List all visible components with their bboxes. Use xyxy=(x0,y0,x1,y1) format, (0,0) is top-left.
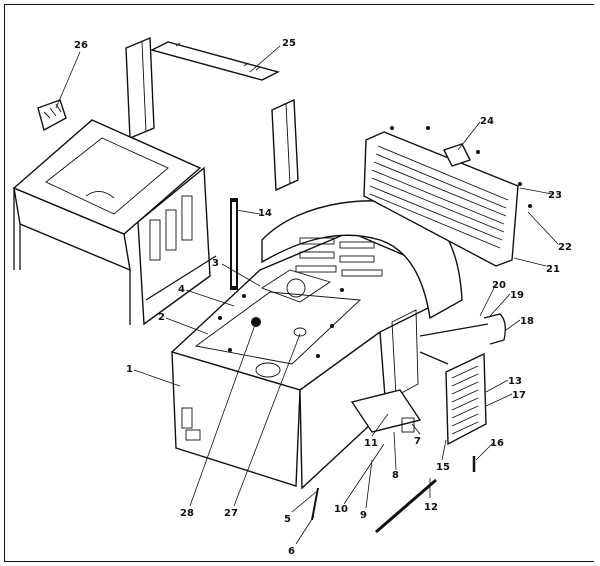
part-1-hood-body xyxy=(170,200,463,490)
callout-21: 21 xyxy=(546,264,560,275)
struts xyxy=(419,323,489,365)
callout-10: 10 xyxy=(334,504,348,515)
callout-20: 20 xyxy=(492,280,506,291)
part-26-label-plate xyxy=(37,99,67,132)
part-12-rod xyxy=(375,478,437,534)
part-25-top-plate xyxy=(150,41,280,81)
callout-5: 5 xyxy=(284,514,291,525)
callout-11: 11 xyxy=(364,438,378,449)
part-24-rear-grille xyxy=(363,126,532,267)
callout-28: 28 xyxy=(180,508,194,519)
callout-16: 16 xyxy=(490,438,504,449)
callout-4: 4 xyxy=(178,284,185,295)
bracket-under xyxy=(350,389,422,433)
callout-14: 14 xyxy=(258,208,272,219)
callout-15: 15 xyxy=(436,462,450,473)
side-panel-left-upper xyxy=(125,36,155,140)
callout-6: 6 xyxy=(288,546,295,557)
callout-23: 23 xyxy=(548,190,562,201)
callout-8: 8 xyxy=(392,470,399,481)
callout-22: 22 xyxy=(558,242,572,253)
callout-13: 13 xyxy=(508,376,522,387)
callout-9: 9 xyxy=(360,510,367,521)
diagram-frame xyxy=(4,4,594,562)
callout-12: 12 xyxy=(424,502,438,513)
part-13-side-grille xyxy=(445,352,487,446)
leader-lines xyxy=(55,45,559,545)
callout-labels: 26 25 14 3 4 2 1 28 27 5 6 9 10 8 11 7 1… xyxy=(74,38,572,557)
part-5-rod xyxy=(311,487,319,521)
callout-27: 27 xyxy=(224,508,238,519)
callout-24: 24 xyxy=(480,116,494,127)
callout-17: 17 xyxy=(512,390,526,401)
callout-19: 19 xyxy=(510,290,524,301)
callout-26: 26 xyxy=(74,40,88,51)
callout-25: 25 xyxy=(282,38,296,49)
part-18-handle xyxy=(483,313,506,345)
base-frame xyxy=(12,119,202,325)
side-panel-middle xyxy=(137,166,217,326)
callout-18: 18 xyxy=(520,316,534,327)
part-14-strip xyxy=(230,198,238,290)
callout-7: 7 xyxy=(414,436,421,447)
side-panel-right-upper xyxy=(271,98,299,192)
callout-2: 2 xyxy=(158,312,165,323)
callout-3: 3 xyxy=(212,258,219,269)
callout-1: 1 xyxy=(126,364,133,375)
